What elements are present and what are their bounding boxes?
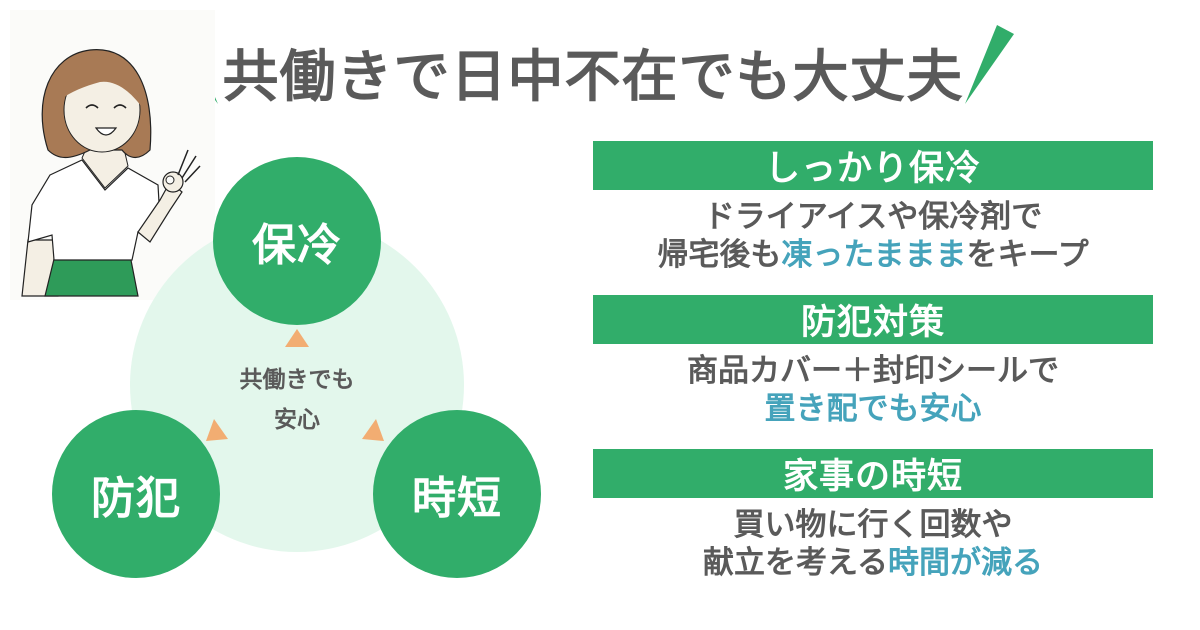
text-normal: をキープ [966,237,1089,273]
description-line-2: 献立を考える時間が減る [593,544,1153,582]
circle-cold-keeping: 保冷 [213,157,381,325]
circle-time-saving: 時短 [373,410,541,578]
text-highlight: 凍ったままま [781,237,967,273]
woman-ok-sign-illustration-icon [10,10,215,300]
description-line-1: ドライアイスや保冷剤で [703,199,1043,235]
circle-crime-prevention: 防犯 [52,410,220,578]
feature-heading: 防犯対策 [593,295,1153,344]
text-highlight: 時間が減る [888,545,1044,581]
description-line-2: 帰宅後も凍ったまままをキープ [593,236,1153,274]
circle-label: 時短 [412,473,502,524]
center-line-1: 共働きでも [239,367,355,393]
feature-heading: しっかり保冷 [593,141,1153,190]
feature-description: ドライアイスや保冷剤で 帰宅後も凍ったまままをキープ [593,198,1153,274]
diagram-center-text: 共働きでも 安心 [180,360,414,440]
description-line-1: 買い物に行く回数や [733,507,1013,543]
feature-description: 商品カバー＋封印シールで 置き配でも安心 [593,352,1153,428]
feature-time-saving: 家事の時短 買い物に行く回数や 献立を考える時間が減る [593,449,1153,582]
page-title: 共働きで日中不在でも大丈夫 [222,44,964,110]
arrow-down-left-triangle-icon [206,419,228,441]
text-normal: 帰宅後も [657,237,782,273]
benefits-diagram: 保冷 防犯 時短 共働きでも 安心 [52,157,541,578]
feature-description: 買い物に行く回数や 献立を考える時間が減る [593,506,1153,582]
description-line-2: 置き配でも安心 [593,390,1153,428]
feature-crime-prevention: 防犯対策 商品カバー＋封印シールで 置き配でも安心 [593,295,1153,428]
arrow-down-right-triangle-icon [362,419,384,441]
circle-label: 保冷 [252,220,342,271]
text-highlight: 置き配でも安心 [764,391,982,427]
feature-cold-keeping: しっかり保冷 ドライアイスや保冷剤で 帰宅後も凍ったまままをキープ [593,141,1153,274]
feature-heading: 家事の時短 [593,449,1153,498]
description-line-1: 商品カバー＋封印シールで [687,353,1059,389]
circle-label: 防犯 [91,473,181,524]
arrow-up-triangle-icon [285,329,309,347]
text-normal: 献立を考える [702,545,889,581]
center-line-2: 安心 [274,407,320,433]
